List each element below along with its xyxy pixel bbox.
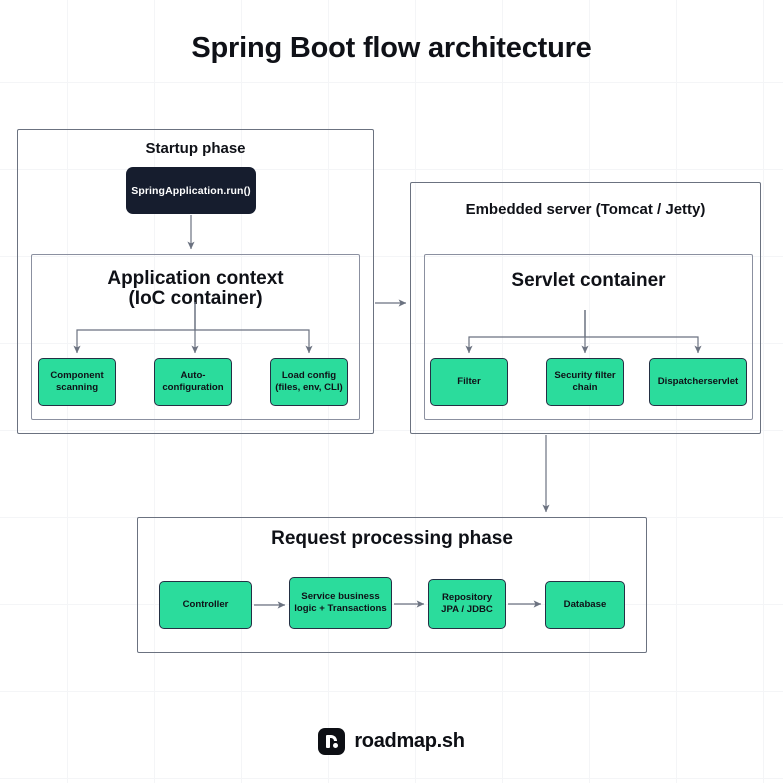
servlet-container-subpanel: Servlet container [424, 254, 753, 420]
request-processing-panel: Request processing phase [137, 517, 647, 653]
node-filter[interactable]: Filter [430, 358, 508, 406]
node-load-config[interactable]: Load config (files, env, CLI) [270, 358, 348, 406]
application-context-title-line1: Application context [107, 268, 284, 289]
node-controller[interactable]: Controller [159, 581, 252, 629]
node-component-scanning[interactable]: Component scanning [38, 358, 116, 406]
node-security-filter-chain[interactable]: Security filter chain [546, 358, 624, 406]
spring-application-run-node[interactable]: SpringApplication.run() [126, 167, 256, 214]
node-database[interactable]: Database [545, 581, 625, 629]
footer: roadmap.sh [0, 728, 783, 755]
embedded-server-title: Embedded server (Tomcat / Jetty) [465, 201, 706, 218]
page-title: Spring Boot flow architecture [191, 32, 592, 64]
request-processing-title: Request processing phase [271, 528, 513, 549]
startup-phase-panel: Startup phase [17, 129, 374, 434]
startup-phase-title: Startup phase [145, 140, 246, 157]
servlet-container-title: Servlet container [511, 270, 666, 291]
node-repository[interactable]: Repository JPA / JDBC [428, 579, 506, 629]
application-context-title-line2: (IoC container) [128, 288, 263, 310]
application-context-title: Application context (IoC container) [32, 268, 359, 310]
embedded-server-panel: Embedded server (Tomcat / Jetty) [410, 182, 761, 434]
logo-dot-icon [333, 743, 339, 748]
footer-brand: roadmap.sh [354, 730, 465, 752]
node-dispatcherservlet[interactable]: Dispatcherservlet [649, 358, 747, 406]
roadmap-logo-icon [318, 728, 346, 755]
node-auto-configuration[interactable]: Auto-configuration [154, 358, 232, 406]
application-context-subpanel: Application context (IoC container) [31, 254, 360, 420]
node-service-business-logic[interactable]: Service business logic + Transactions [289, 577, 392, 629]
